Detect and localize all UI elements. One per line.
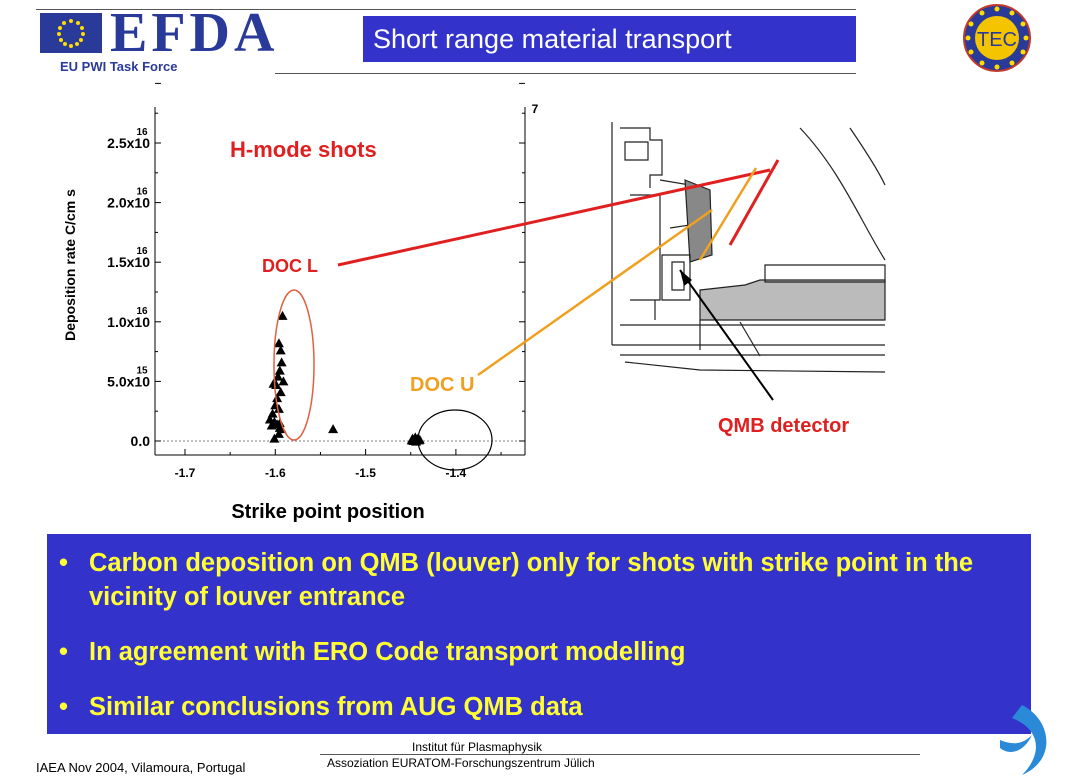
y-tick-label: 1.0x10 (107, 314, 150, 330)
conclusions-list: Carbon deposition on QMB (louver) only f… (47, 534, 1031, 724)
tec-logo-icon: TEC (963, 4, 1031, 72)
tec-logo-text: TEC (977, 29, 1017, 51)
y-tick-label: 2.5x10 (107, 135, 150, 151)
data-point-triangle (273, 338, 284, 348)
data-point-triangle (272, 393, 283, 403)
y-tick-label: 2.0x10 (107, 195, 150, 211)
divertor-cross-section-sketch (610, 120, 886, 390)
data-point-triangle (268, 378, 279, 388)
doc-u-cluster-ellipse (417, 409, 493, 471)
footer-association: Assoziation EURATOM-Forschungszentrum Jü… (327, 756, 595, 770)
y-tick-exponent: 16 (136, 246, 148, 257)
data-point-triangle (266, 420, 277, 430)
footer-institute: Institut für Plasmaphysik (412, 740, 543, 754)
bullet-item: Carbon deposition on QMB (louver) only f… (59, 546, 1031, 614)
bullet-item: In agreement with ERO Code transport mod… (59, 635, 1031, 669)
doc-l-arrow (337, 168, 771, 267)
data-point-triangle (273, 371, 284, 381)
x-tick-label: -1.5 (355, 466, 376, 480)
qmb-detector-label: QMB detector (718, 415, 849, 437)
header-top-rule (36, 9, 856, 10)
data-point-triangle (278, 376, 289, 386)
efda-logo: EFDA (110, 2, 279, 64)
doc-l-marker-line (728, 159, 780, 246)
data-point-triangle (275, 345, 286, 355)
data-point-triangle (276, 357, 287, 367)
data-point-triangle (269, 433, 280, 443)
doc-u-label: DOC U (410, 374, 474, 396)
x-axis-title: Strike point position (231, 501, 424, 523)
x-tick-label: -1.6 (265, 466, 286, 480)
right-axis-label: 7 (532, 102, 539, 116)
conclusions-box: Carbon deposition on QMB (louver) only f… (47, 534, 1031, 734)
slide-title: Short range material transport (363, 16, 856, 62)
data-point-triangle (328, 424, 339, 434)
data-point-triangle (277, 310, 288, 320)
y-tick-exponent: 16 (136, 127, 148, 138)
deposition-scatter-chart: 0.05.0x10151.0x10161.5x10162.0x10162.5x1… (62, 82, 886, 523)
doc-l-label: DOC L (262, 256, 318, 276)
hmode-label: H-mode shots (230, 137, 377, 162)
y-tick-label: 5.0x10 (107, 373, 150, 389)
eu-flag-icon (40, 13, 102, 53)
ipp-swoosh-logo-icon (1000, 705, 1047, 775)
y-tick-exponent: 16 (136, 306, 148, 317)
data-point-triangle (273, 403, 284, 413)
bullet-item: Similar conclusions from AUG QMB data (59, 690, 1031, 724)
header-bottom-rule (275, 73, 856, 74)
y-tick-exponent: 15 (136, 365, 148, 376)
footer-rule (320, 754, 920, 755)
doc-u-arrow (477, 208, 713, 377)
task-force-label: EU PWI Task Force (60, 59, 178, 74)
y-tick-label: 1.5x10 (107, 254, 150, 270)
qmb-pointer-line (679, 269, 774, 401)
data-point-triangle (275, 387, 286, 397)
data-point-triangle (273, 428, 284, 438)
hmode-cluster-ellipse (273, 289, 315, 441)
y-tick-exponent: 16 (136, 187, 148, 198)
footer-conference: IAEA Nov 2004, Vilamoura, Portugal (36, 760, 246, 775)
data-point-triangle (274, 422, 285, 432)
y-tick-label: 0.0 (131, 433, 151, 449)
x-tick-label: -1.4 (446, 466, 467, 480)
data-point-triangle (274, 365, 285, 375)
y-axis-title: Deposition rate C/cm s (62, 189, 78, 341)
doc-u-marker-line (698, 167, 758, 261)
x-tick-label: -1.7 (175, 466, 196, 480)
qmb-pointer-arrowhead-icon (680, 270, 692, 286)
